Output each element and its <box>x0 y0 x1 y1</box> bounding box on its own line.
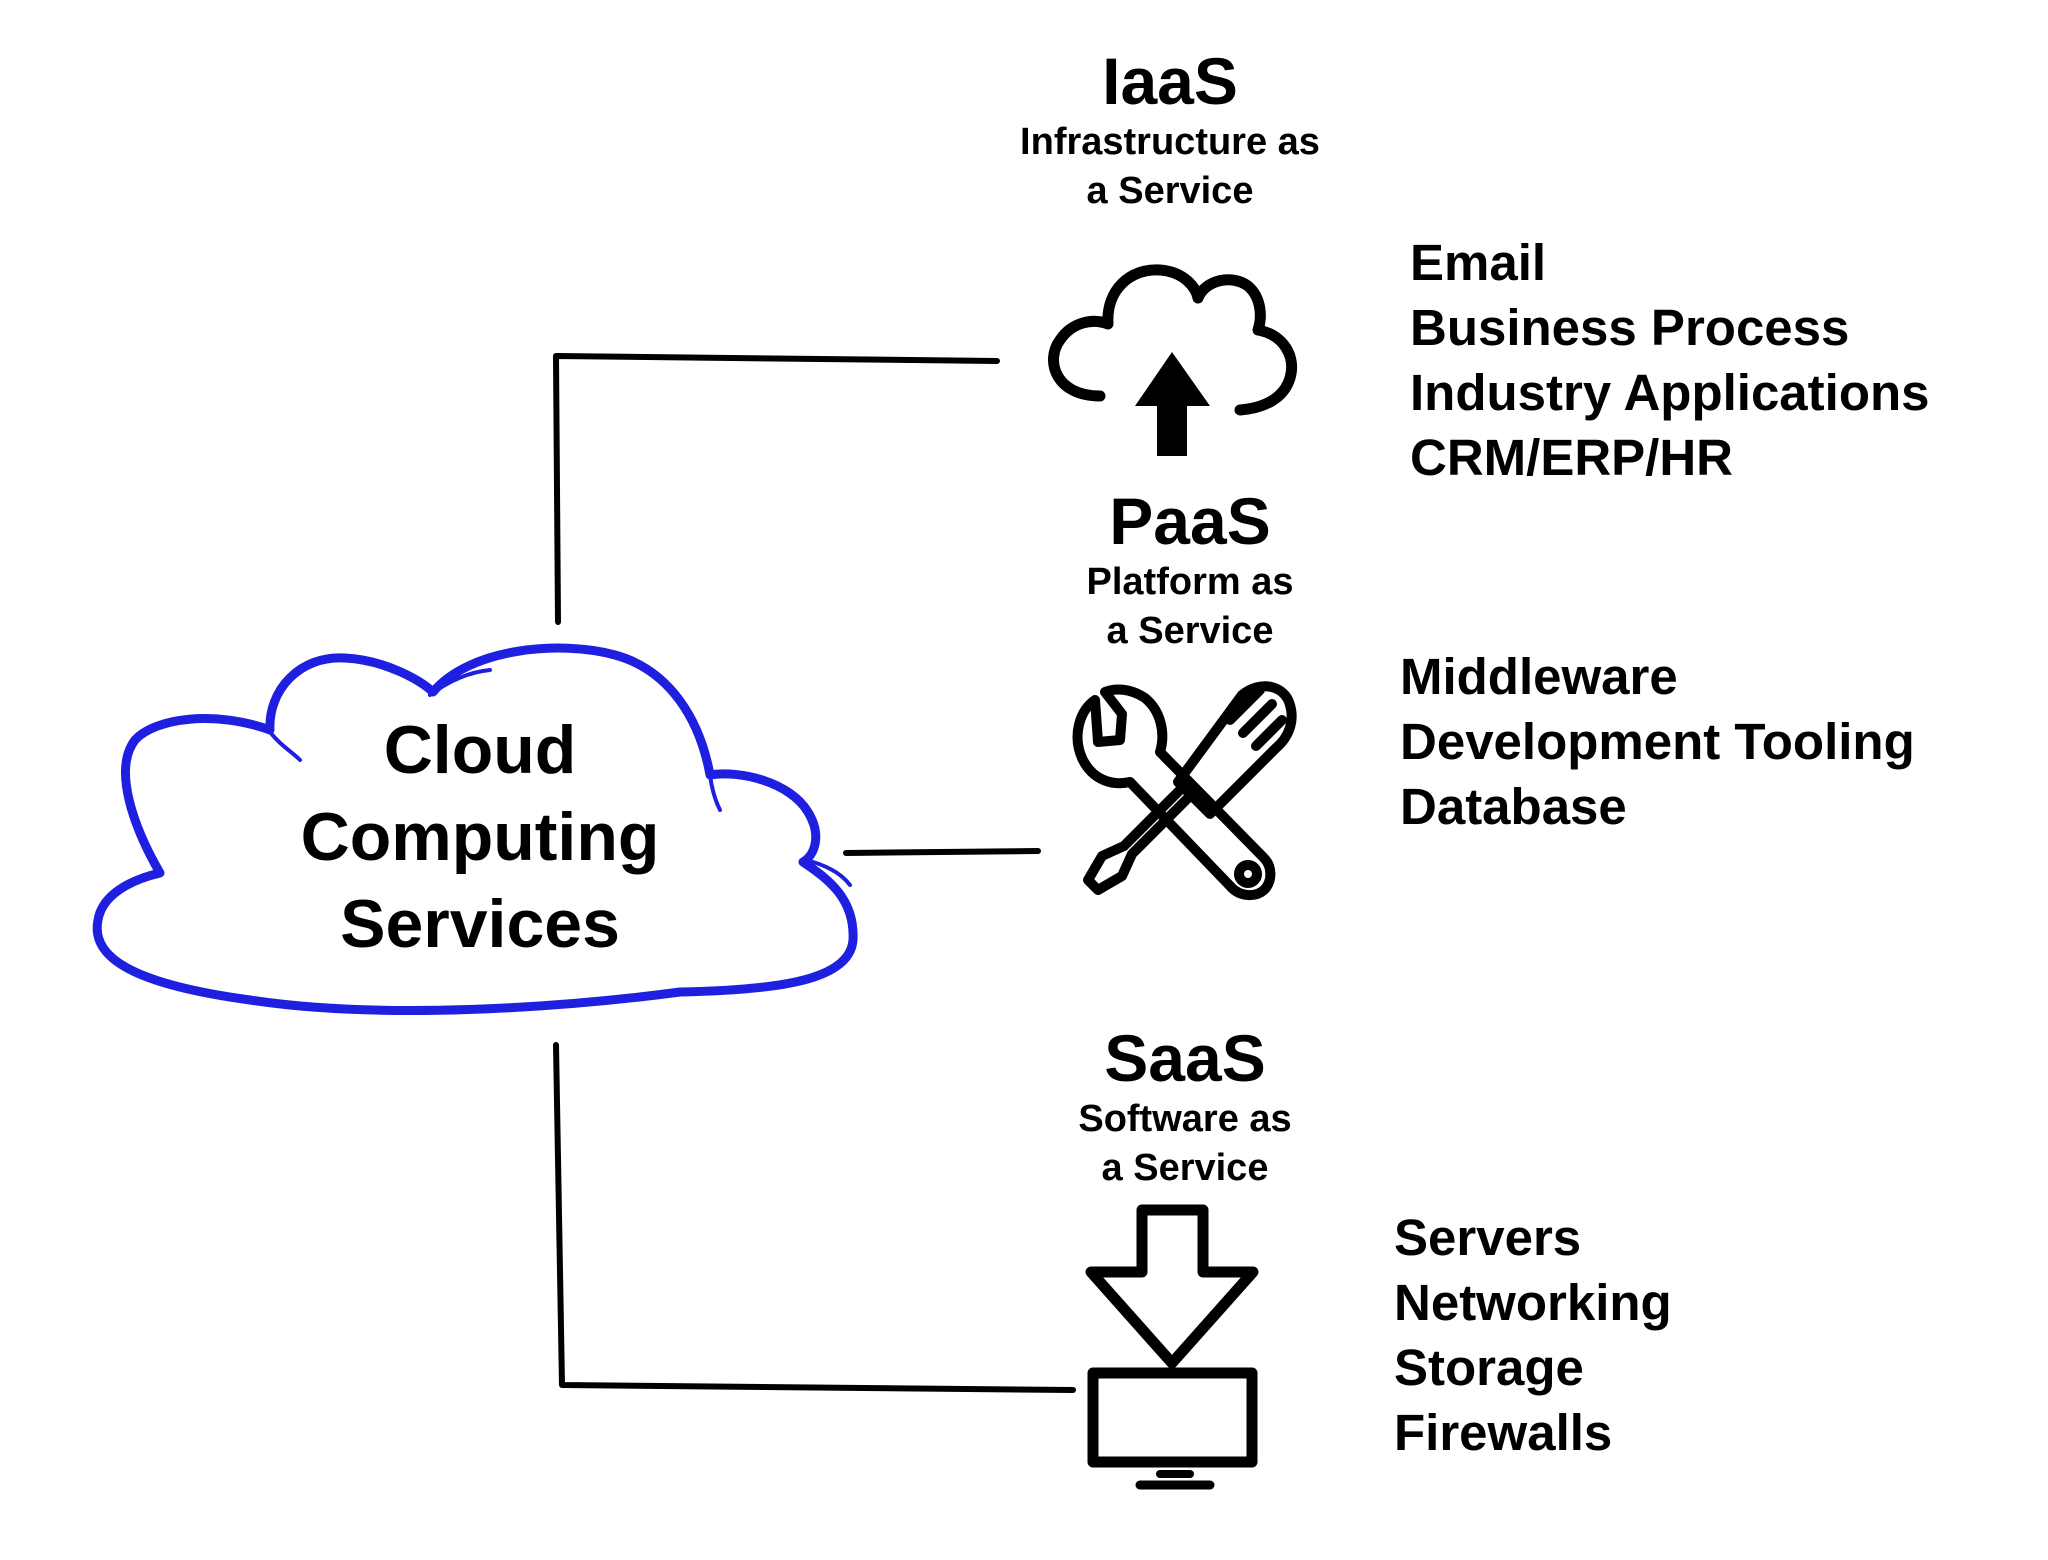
subtitle-line: a Service <box>1086 170 1254 212</box>
list-item: Industry Applications <box>1410 364 1930 421</box>
connector-iaas <box>553 353 1000 625</box>
paas-heading: PaaS Platform as a Service <box>1010 488 1370 656</box>
subtitle-line: Infrastructure as <box>1020 121 1320 163</box>
service-title: SaaS <box>1104 1021 1266 1095</box>
cloud-label-line: Cloud <box>383 712 577 788</box>
iaas-item-list: Email Business Process Industry Applicat… <box>1410 230 1930 490</box>
subtitle-line: Software as <box>1078 1098 1292 1140</box>
list-item: Firewalls <box>1394 1404 1613 1461</box>
cloud-label-line: Services <box>340 886 620 962</box>
service-subtitle: Software as a Service <box>1005 1095 1365 1193</box>
iaas-heading: IaaS Infrastructure as a Service <box>990 48 1350 216</box>
saas-item-list: Servers Networking Storage Firewalls <box>1394 1205 1672 1465</box>
cloud-label-line: Computing <box>300 799 660 875</box>
connector-paas <box>843 848 1041 856</box>
cloud-computing-label: Cloud Computing Services <box>270 707 690 968</box>
subtitle-line: Platform as <box>1086 561 1294 603</box>
saas-heading: SaaS Software as a Service <box>1005 1025 1365 1193</box>
service-title: IaaS <box>1102 44 1238 118</box>
cloud-upload-icon <box>1048 264 1297 456</box>
list-item: Business Process <box>1410 299 1850 356</box>
tools-icon <box>1072 681 1297 900</box>
download-to-monitor-icon <box>1085 1204 1259 1490</box>
subtitle-line: a Service <box>1106 610 1274 652</box>
subtitle-line: a Service <box>1101 1147 1269 1189</box>
service-title: PaaS <box>1109 484 1271 558</box>
connector-saas <box>553 1042 1076 1393</box>
list-item: Email <box>1410 234 1547 291</box>
list-item: Development Tooling <box>1400 713 1915 770</box>
list-item: Networking <box>1394 1274 1672 1331</box>
list-item: Servers <box>1394 1209 1582 1266</box>
list-item: Database <box>1400 778 1627 835</box>
list-item: Storage <box>1394 1339 1584 1396</box>
service-subtitle: Infrastructure as a Service <box>990 118 1350 216</box>
service-subtitle: Platform as a Service <box>1010 558 1370 656</box>
list-item: CRM/ERP/HR <box>1410 429 1734 486</box>
list-item: Middleware <box>1400 648 1678 705</box>
cloud-outline-icon <box>92 643 858 1015</box>
paas-item-list: Middleware Development Tooling Database <box>1400 644 1915 839</box>
